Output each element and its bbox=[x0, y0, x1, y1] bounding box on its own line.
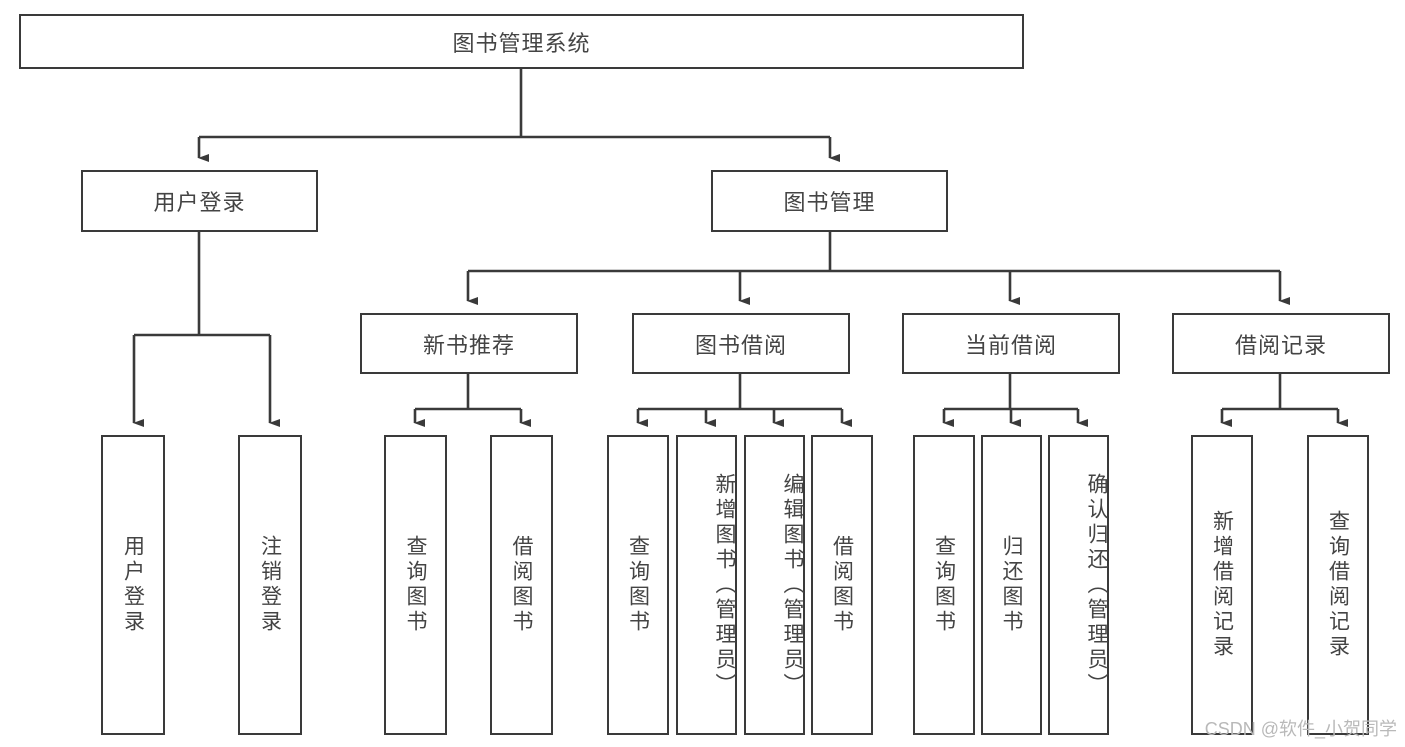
leaf-borrow-record-add-record[interactable]: 新增借阅记录 bbox=[1191, 435, 1253, 735]
node-new-book-recommend[interactable]: 新书推荐 bbox=[360, 313, 578, 374]
leaf-book-borrow-edit-book-admin[interactable]: 编辑图书（管理员） bbox=[744, 435, 805, 735]
node-label: 图书管理 bbox=[783, 190, 876, 215]
leaf-current-borrow-query-book[interactable]: 查询图书 bbox=[913, 435, 975, 735]
node-book-borrow[interactable]: 图书借阅 bbox=[632, 313, 850, 374]
node-current-borrow[interactable]: 当前借阅 bbox=[902, 313, 1120, 374]
leaf-current-borrow-return-book[interactable]: 归还图书 bbox=[981, 435, 1042, 735]
node-borrow-record[interactable]: 借阅记录 bbox=[1172, 313, 1390, 374]
node-label: 编辑图书（管理员） bbox=[781, 472, 804, 698]
node-label: 归还图书 bbox=[1000, 535, 1023, 635]
leaf-book-borrow-add-book-admin[interactable]: 新增图书（管理员） bbox=[676, 435, 737, 735]
leaf-new-book-query-book[interactable]: 查询图书 bbox=[384, 435, 447, 735]
leaf-user-login-login[interactable]: 用户登录 bbox=[101, 435, 165, 735]
node-label: 确认归还（管理员） bbox=[1085, 472, 1108, 698]
node-label: 查询图书 bbox=[404, 535, 427, 635]
node-label: 新书推荐 bbox=[422, 332, 515, 358]
watermark: CSDN @软件_小贺同学 bbox=[1204, 719, 1397, 739]
node-label: 图书管理系统 bbox=[452, 30, 591, 56]
node-label: 用户登录 bbox=[121, 535, 145, 635]
node-label: 用户登录 bbox=[153, 190, 246, 215]
node-label: 查询借阅记录 bbox=[1326, 510, 1350, 660]
node-user-login[interactable]: 用户登录 bbox=[81, 170, 318, 232]
leaf-user-login-logout[interactable]: 注销登录 bbox=[238, 435, 302, 735]
node-book-management[interactable]: 图书管理 bbox=[711, 170, 948, 232]
leaf-book-borrow-query-book[interactable]: 查询图书 bbox=[607, 435, 669, 735]
node-label: 借阅图书 bbox=[510, 535, 533, 635]
node-label: 图书借阅 bbox=[694, 332, 787, 358]
leaf-current-borrow-confirm-return-admin[interactable]: 确认归还（管理员） bbox=[1048, 435, 1109, 735]
node-label: 注销登录 bbox=[258, 535, 282, 635]
node-label: 借阅记录 bbox=[1234, 332, 1327, 358]
node-label: 当前借阅 bbox=[964, 332, 1057, 358]
leaf-book-borrow-borrow-book[interactable]: 借阅图书 bbox=[811, 435, 873, 735]
node-label: 新增借阅记录 bbox=[1210, 510, 1234, 660]
node-label: 查询图书 bbox=[932, 535, 956, 635]
node-label: 借阅图书 bbox=[830, 535, 854, 635]
node-label: 新增图书（管理员） bbox=[713, 472, 736, 698]
leaf-new-book-borrow-book[interactable]: 借阅图书 bbox=[490, 435, 553, 735]
node-label: 查询图书 bbox=[626, 535, 650, 635]
node-book-management-system[interactable]: 图书管理系统 bbox=[19, 14, 1024, 69]
leaf-borrow-record-query-record[interactable]: 查询借阅记录 bbox=[1307, 435, 1369, 735]
